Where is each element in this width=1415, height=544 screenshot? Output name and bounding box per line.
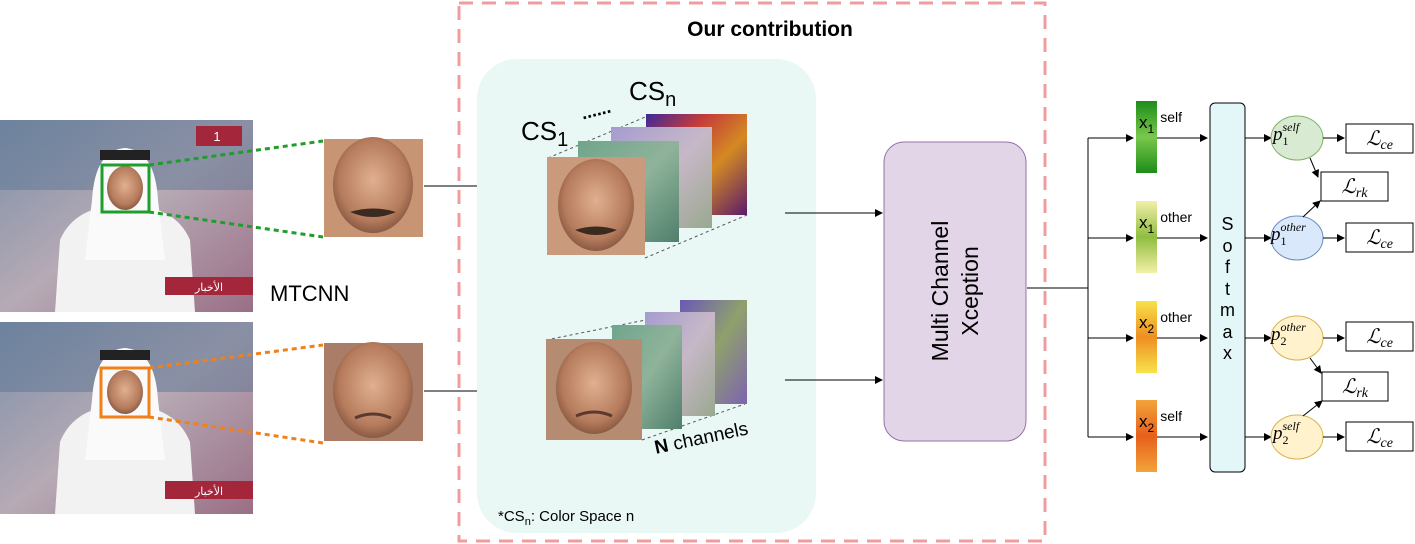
cs1-main: CS [521, 116, 558, 146]
output-sup: other [1160, 309, 1193, 325]
prob-label-p2-other: p2other [1271, 320, 1306, 348]
softmax-block [1209, 102, 1246, 473]
prob-sup: other [1280, 320, 1306, 334]
softmax-letter: x [1223, 343, 1232, 363]
cs1-label: CS1 [521, 116, 568, 151]
csn-main: CS [629, 76, 666, 106]
video-frame-bottom: الأخبار [0, 322, 253, 514]
prob-sup: self [1282, 419, 1300, 433]
face-detection-box-top [100, 163, 151, 214]
prob-sub: 2 [1282, 433, 1289, 447]
prob-sup: self [1282, 120, 1300, 134]
loss-box-rk-2 [1321, 371, 1389, 402]
footnote-rest: : Color Space n [530, 508, 635, 525]
output-sub: 2 [1147, 421, 1155, 435]
loss-symbol: ℒ [1366, 426, 1381, 448]
video-frame-top: 1 الأخبار [0, 120, 253, 312]
output-sub: 2 [1147, 322, 1155, 336]
loss-label-ce-3: ℒce [1346, 324, 1413, 351]
news-banner: الأخبار [194, 484, 223, 498]
prob-sup: other [1280, 220, 1306, 234]
output-sup: other [1160, 209, 1193, 225]
prob-label-p1-self: p1self [1273, 120, 1299, 148]
loss-symbol: ℒ [1341, 376, 1357, 398]
color-space-stack-bottom [545, 299, 747, 441]
softmax-letter: t [1224, 278, 1230, 299]
prob-label-p1-other: p1other [1271, 220, 1306, 248]
cropped-face-top [324, 137, 423, 237]
loss-sub: ce [1380, 336, 1393, 351]
cropped-face-bottom [324, 342, 423, 441]
output-sup: self [1160, 109, 1182, 125]
loss-sub: ce [1380, 138, 1393, 153]
contribution-region [457, 1, 1047, 543]
output-sup: self [1160, 408, 1182, 424]
contribution-title: Our contribution [687, 18, 853, 41]
loss-label-rk-2: ℒrk [1322, 374, 1388, 401]
prob-sub: 1 [1280, 234, 1287, 248]
loss-symbol: ℒ [1366, 227, 1381, 249]
cs1-sub: 1 [557, 129, 569, 151]
output-var: x [1139, 113, 1148, 132]
loss-box-ce-3 [1345, 321, 1414, 352]
footnote-sub: n [524, 516, 531, 528]
prob-p: p [1271, 224, 1281, 245]
mtcnn-label: MTCNN [270, 281, 350, 306]
softmax-letter: S [1221, 214, 1234, 234]
output-bar-x2-self [1136, 400, 1157, 472]
output-label-x2-other: x2 other [1139, 309, 1192, 336]
output-var: x [1139, 313, 1148, 332]
output-bar-x1-other [1136, 201, 1157, 273]
loss-box-ce-4 [1345, 421, 1414, 452]
output-var: x [1139, 412, 1148, 431]
loss-sub: ce [1380, 237, 1393, 252]
prob-p: p [1273, 124, 1283, 145]
network-line-1: Multi Channel [927, 220, 953, 362]
loss-symbol: ℒ [1366, 326, 1381, 348]
loss-box-ce-2 [1345, 222, 1414, 253]
output-label-x1-other: x1 other [1139, 209, 1192, 236]
network-line-2: Xception [957, 246, 983, 336]
output-label-x2-self: x2 self [1139, 408, 1182, 435]
face-detection-box-bottom [99, 366, 151, 419]
softmax-letter: f [1224, 257, 1230, 277]
output-var: x [1139, 213, 1148, 232]
loss-sub: rk [1355, 186, 1368, 201]
output-sub: 1 [1147, 222, 1155, 236]
prob-label-p2-self: p2self [1273, 419, 1299, 447]
color-space-stack-top [547, 114, 748, 259]
softmax-label: S o f t m a x [1210, 214, 1245, 365]
news-banner: الأخبار [194, 280, 223, 294]
output-bar-x2-other [1136, 301, 1157, 373]
loss-label-rk-1: ℒrk [1321, 174, 1388, 201]
prob-sub: 2 [1280, 334, 1287, 348]
prob-sub: 1 [1282, 134, 1289, 148]
loss-symbol: ℒ [1366, 128, 1381, 150]
loss-label-ce-4: ℒce [1346, 424, 1413, 451]
multi-channel-xception-block [883, 141, 1027, 442]
loss-symbol: ℒ [1341, 176, 1356, 198]
channel-badge: 1 [213, 129, 220, 144]
softmax-letter: a [1222, 321, 1233, 342]
color-space-footnote: *CSn: Color Space n [498, 508, 635, 528]
softmax-letter: o [1222, 235, 1233, 256]
loss-sub: rk [1356, 386, 1369, 401]
csn-label: CSn [629, 76, 676, 111]
softmax-letter: m [1220, 300, 1235, 320]
prob-p: p [1271, 324, 1281, 345]
output-bar-x1-self [1136, 101, 1157, 173]
loss-sub: ce [1380, 436, 1393, 451]
output-sub: 1 [1147, 122, 1155, 136]
network-label: Multi Channel Xception [925, 141, 985, 441]
output-label-x1-self: x1 self [1139, 109, 1182, 136]
prob-p: p [1273, 423, 1283, 444]
footnote-prefix: *CS [498, 508, 525, 525]
loss-box-ce-1 [1345, 123, 1414, 154]
csn-sub: n [665, 89, 677, 111]
loss-label-ce-2: ℒce [1346, 225, 1413, 252]
loss-label-ce-1: ℒce [1346, 126, 1413, 153]
loss-box-rk-1 [1320, 171, 1389, 202]
